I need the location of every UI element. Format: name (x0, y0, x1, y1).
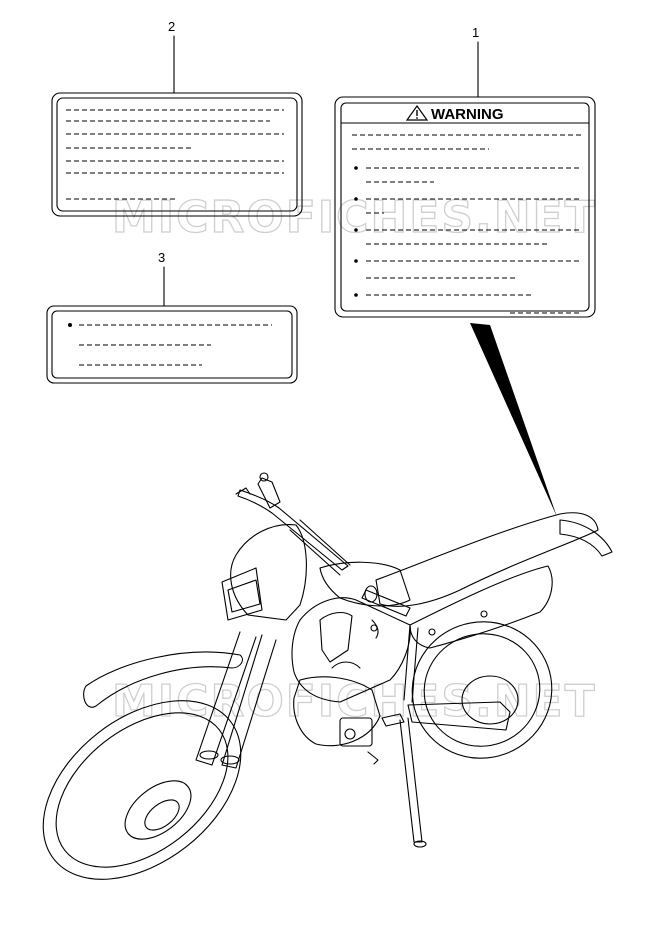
front-forks (195, 631, 277, 769)
swingarm (407, 701, 511, 731)
number-plate (230, 524, 307, 621)
warning-triangle-icon (405, 104, 429, 121)
frame-tubes (289, 519, 351, 576)
label-3-inner (51, 310, 293, 379)
label-2[interactable]: 2 (51, 19, 303, 217)
watermark-top: MICROFICHES.NET (112, 192, 597, 243)
callout-number-1: 1 (472, 25, 479, 40)
callout-number-2: 2 (168, 19, 175, 34)
engine (293, 676, 381, 747)
bullet-icon (68, 323, 72, 327)
label-3-text-lines (79, 324, 272, 366)
engine-cover (339, 717, 373, 747)
front-fender (83, 651, 243, 708)
label-1-inner (340, 102, 590, 312)
seat (375, 512, 599, 607)
label-2-outer (51, 92, 303, 217)
front-wheel (42, 700, 242, 880)
watermark-bottom: MICROFICHES.NET (112, 676, 597, 727)
warning-title: WARNING (431, 106, 504, 123)
radiator-shroud (291, 597, 411, 703)
label-3-outer (46, 305, 298, 384)
shroud-decal (319, 611, 353, 663)
rear-fender (559, 519, 613, 557)
label-1-pointer (470, 323, 557, 517)
label-2-text-lines (66, 109, 284, 200)
headlight (221, 567, 263, 621)
rear-wheel (411, 621, 553, 759)
handlebar (235, 472, 411, 617)
side-panel (409, 565, 553, 649)
callout-number-3: 3 (158, 250, 165, 265)
label-1-outer (334, 96, 596, 318)
kickstand (399, 717, 423, 843)
label-3[interactable]: 3 (46, 250, 298, 384)
footpeg (381, 713, 405, 727)
label-1-text-lines (352, 134, 581, 314)
label-1-warning[interactable]: 1 WARNING (334, 25, 596, 318)
label-2-inner (56, 97, 298, 212)
motorcycle-illustration (42, 472, 613, 880)
